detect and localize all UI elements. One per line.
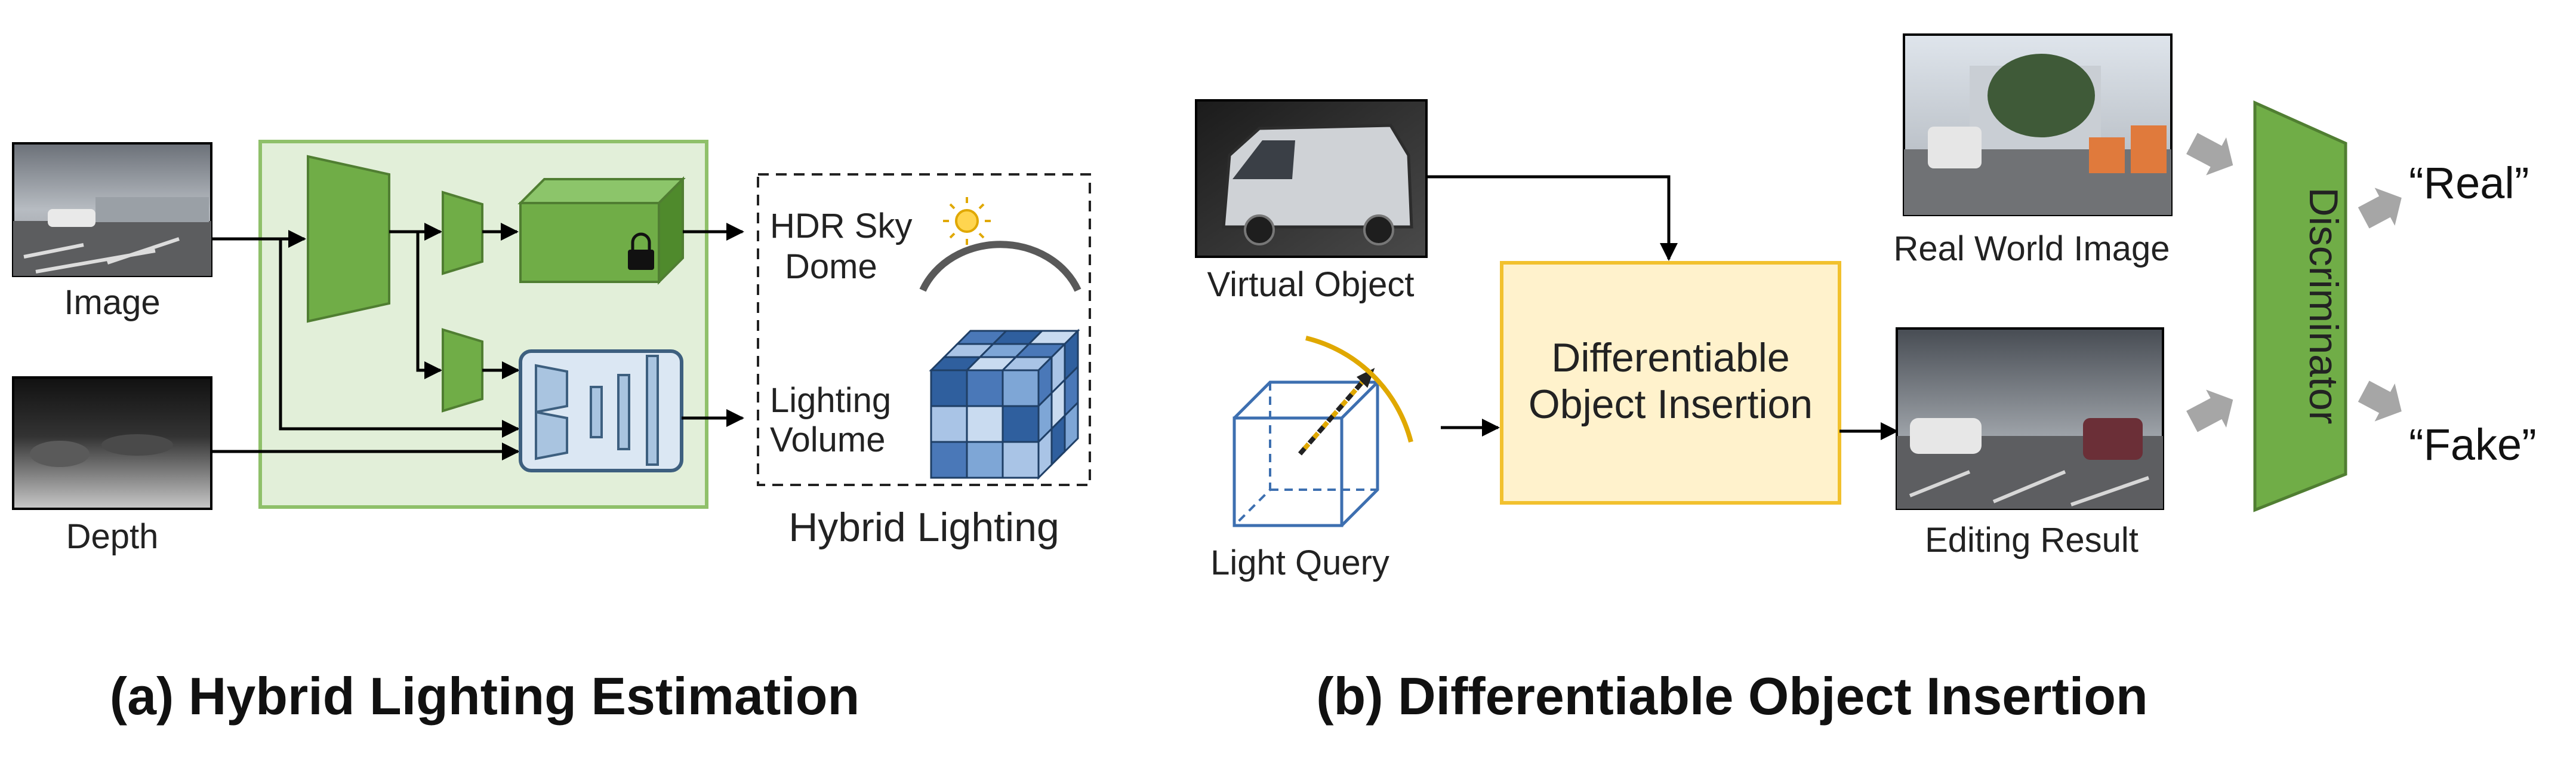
cube-cell — [930, 369, 968, 407]
discriminator-block — [2253, 100, 2347, 512]
light-query-arc — [1305, 336, 1413, 443]
editing-result-thumbnail — [1896, 327, 2164, 510]
sky-branch-encoder — [442, 191, 483, 275]
sky-dome-arc — [919, 241, 1081, 292]
lighting-volume-label-line2: Volume — [770, 420, 885, 459]
real-world-thumbnail — [1903, 33, 2173, 216]
image-encoder — [307, 155, 390, 323]
cube-cell — [966, 441, 1004, 479]
sky-decoder-box — [517, 176, 686, 285]
depth-label: Depth — [66, 517, 159, 556]
caption-a: (a) Hybrid Lighting Estimation — [110, 666, 859, 726]
sky-dome-label-line1: HDR Sky — [770, 207, 912, 245]
lock-icon — [628, 232, 654, 270]
light-query-cube — [1232, 367, 1382, 527]
cube-cell — [966, 405, 1004, 443]
object-to-insertion-arrow — [1426, 175, 1678, 261]
fake-output-arrow — [2358, 380, 2402, 422]
panel-b: Virtual Object Light Query Differentiabl… — [1195, 33, 2537, 726]
output-real-label: “Real” — [2409, 158, 2529, 208]
light-query-label: Light Query — [1210, 543, 1389, 582]
virtual-object-thumbnail — [1195, 99, 1428, 258]
hybrid-lighting-box — [757, 173, 1091, 486]
panel-a: Image Depth — [12, 140, 1091, 726]
sky-dome-label-line2: Dome — [785, 247, 877, 286]
object-insertion-box — [1500, 261, 1841, 505]
cube-cell — [1002, 405, 1040, 443]
lighting-volume-cube — [929, 328, 1080, 480]
lighting-volume-label-line1: Lighting — [770, 381, 891, 420]
real-output-arrow — [2358, 188, 2402, 229]
sun-icon — [943, 197, 991, 245]
caption-b: (b) Differentiable Object Insertion — [1316, 666, 2147, 726]
image-skip-arrow — [279, 239, 520, 438]
encoder-to-volume-arrow — [416, 232, 442, 379]
hybrid-lighting-title: Hybrid Lighting — [788, 505, 1059, 550]
volume-decoder-box — [519, 349, 683, 472]
virtual-object-label: Virtual Object — [1207, 265, 1414, 304]
output-fake-label: “Fake” — [2409, 420, 2537, 469]
cube-cell — [1064, 400, 1079, 454]
discriminator-label: Discriminator — [2301, 188, 2346, 425]
editing-result-label: Editing Result — [1925, 521, 2139, 560]
input-depth-thumbnail — [12, 376, 212, 510]
cube-cell — [930, 405, 968, 443]
result-to-discriminator-arrow — [2186, 389, 2233, 432]
image-label: Image — [64, 283, 160, 322]
insertion-label-line1: Differentiable — [1551, 335, 1789, 380]
real-to-discriminator-arrow — [2186, 133, 2233, 176]
cube-cell — [930, 441, 968, 479]
cube-cell — [966, 369, 1004, 407]
cube-cell — [1002, 369, 1040, 407]
cube-cell — [1002, 441, 1040, 479]
input-image-thumbnail — [12, 142, 212, 277]
volume-branch-encoder — [442, 328, 483, 413]
insertion-label-line2: Object Insertion — [1529, 382, 1813, 427]
real-world-label: Real World Image — [1893, 229, 2170, 268]
